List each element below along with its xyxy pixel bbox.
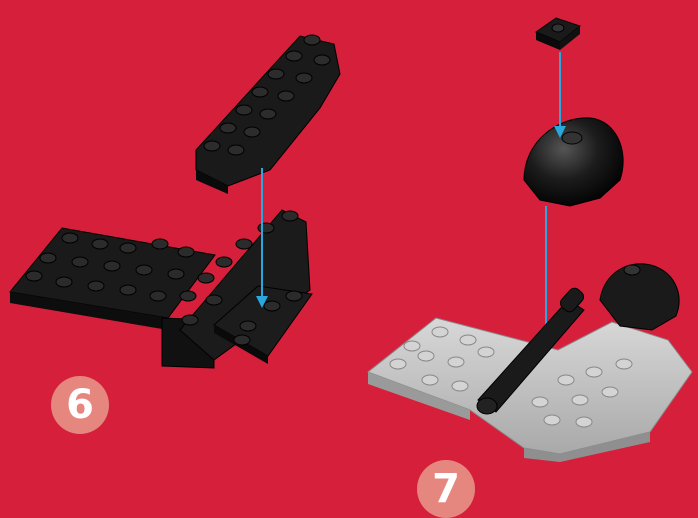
step6-assembly <box>10 35 340 368</box>
step-number-badge: 6 <box>51 376 109 434</box>
step-number-badge: 7 <box>417 460 475 518</box>
step-number: 7 <box>432 466 460 512</box>
step-number: 6 <box>66 382 94 428</box>
step7-assembly <box>368 18 692 462</box>
step7-gray-base-plate <box>368 318 692 454</box>
step7-black-side-piece <box>600 264 679 330</box>
step7-dome-brick <box>524 118 623 206</box>
